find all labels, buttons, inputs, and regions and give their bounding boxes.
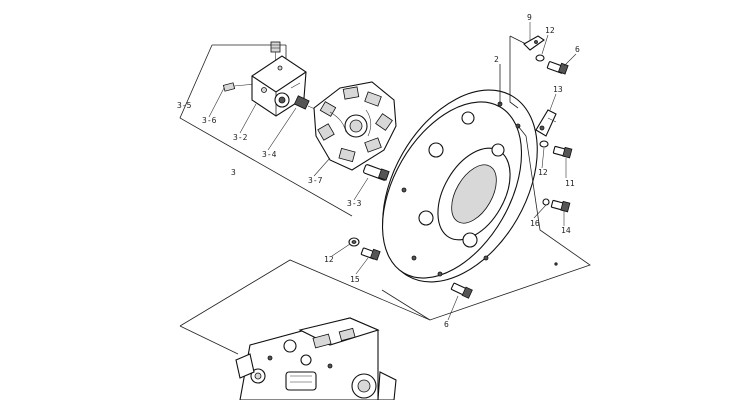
- label-3-6: 3-6: [202, 116, 217, 125]
- bolt-6-top: [546, 61, 569, 75]
- screw-3-6: [222, 82, 257, 92]
- label-16: 16: [530, 219, 540, 228]
- hub-3-2: [251, 55, 307, 117]
- label-3-5: 3-5: [177, 101, 192, 110]
- coupling-element-3-7: [313, 81, 397, 171]
- label-2: 2: [494, 55, 499, 64]
- bolt-11: [552, 145, 573, 159]
- pump-body: [235, 317, 397, 400]
- bracket-13: [535, 109, 557, 137]
- washer-12-top: [535, 54, 545, 62]
- reference-dot: [554, 262, 558, 266]
- set-screw-3-5: [270, 41, 281, 60]
- label-3-2: 3-2: [233, 133, 248, 142]
- washer-16: [542, 198, 550, 206]
- label-3-3: 3-3: [347, 199, 362, 208]
- label-6-top: 6: [575, 45, 580, 54]
- label-12-bottom: 12: [324, 255, 334, 264]
- flywheel-housing-2: [381, 89, 538, 283]
- label-11: 11: [565, 179, 575, 188]
- label-13: 13: [553, 85, 563, 94]
- bolt-15: [360, 247, 381, 261]
- label-6-bottom: 6: [444, 320, 449, 329]
- label-12-top: 12: [545, 26, 555, 35]
- label-12-mid: 12: [538, 168, 548, 177]
- label-14: 14: [561, 226, 571, 235]
- washer-12-mid: [539, 140, 549, 148]
- washer-12-bottom: [348, 237, 360, 247]
- clip-9: [523, 35, 545, 51]
- bolt-3-3: [363, 164, 390, 181]
- label-15: 15: [350, 275, 360, 284]
- label-leaders: [208, 22, 577, 321]
- label-3-4: 3-4: [262, 150, 277, 159]
- bolt-14: [550, 199, 571, 213]
- part-labels: 3-5 3-6 3-2 3-4 3 3-7 3-3 2 9 12 6 13 12…: [177, 13, 580, 329]
- label-3: 3: [231, 168, 236, 177]
- label-3-7: 3-7: [308, 176, 323, 185]
- label-9: 9: [527, 13, 532, 22]
- bolt-6-bottom: [450, 282, 473, 299]
